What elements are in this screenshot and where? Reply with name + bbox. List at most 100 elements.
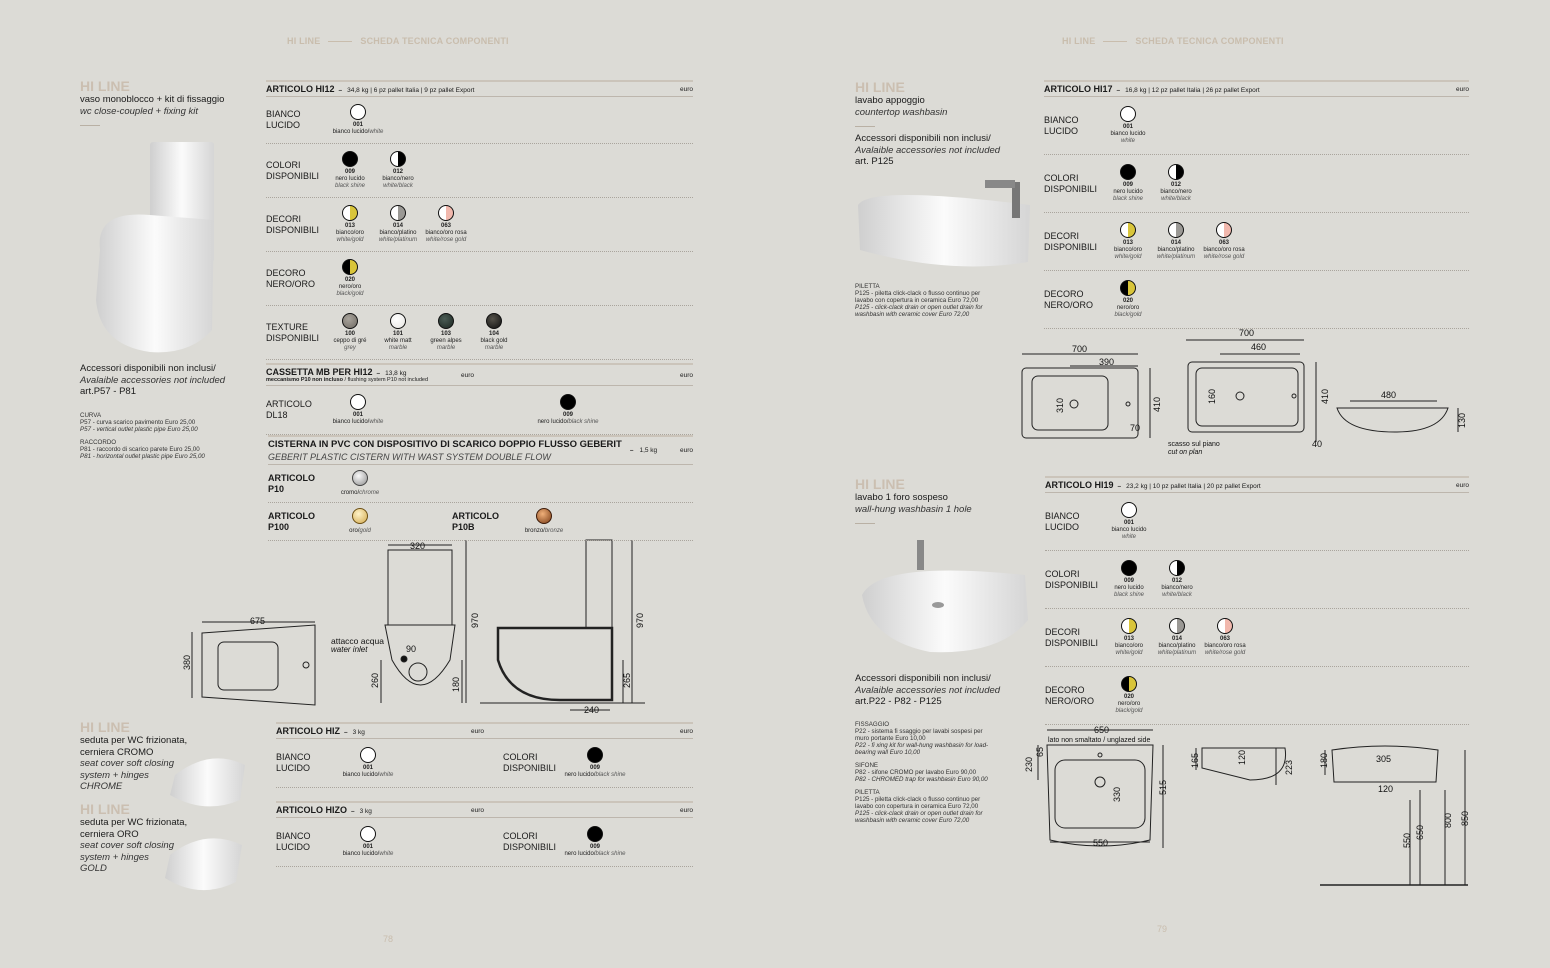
finish-code: 009	[562, 412, 573, 418]
finish-code: 012	[1171, 578, 1182, 584]
finish-name-en: white	[379, 772, 394, 778]
dim-label: 800	[1443, 813, 1453, 828]
article-header: CISTERNA IN PVC CON DISPOSITIVO DI SCARI…	[268, 435, 693, 465]
divider	[80, 125, 100, 126]
finish-name: white matt	[384, 338, 412, 344]
accessories-title: Accessori disponibili non inclusi/	[80, 363, 216, 374]
product-name: cerniera ORO	[80, 828, 139, 840]
accessories-title: Accessori disponibili non inclusi/	[855, 673, 991, 684]
finish-name: bianco/nero	[1160, 189, 1192, 195]
dash: –	[351, 808, 355, 815]
product-name: lavabo 1 foro sospeso	[855, 492, 948, 503]
finish-name: nero/oro	[338, 284, 362, 290]
dim-label: 650	[1094, 725, 1109, 735]
finish-swatch[interactable]: cromo/chrome	[328, 470, 392, 497]
article-hi12-table: ARTICOLO HI12–34,8 kg | 6 pz pallet Ital…	[266, 80, 693, 360]
finish-name: cromo/	[340, 490, 360, 496]
finish-name-en: gold	[359, 528, 371, 534]
finish-label-line: DECORO	[266, 267, 306, 278]
finish-name-en: marble	[436, 345, 456, 351]
finish-label-line: DISPONIBILI	[266, 224, 320, 235]
color-swatch-icon	[587, 826, 603, 842]
finish-label-line: COLORI	[1044, 172, 1079, 183]
article-header: ARTICOLO HI17–16,8 kg | 12 pz pallet Ita…	[1044, 80, 1469, 97]
color-swatch-icon	[342, 259, 358, 275]
finish-code: 009	[1123, 578, 1134, 584]
countertop-basin-photo	[858, 180, 1030, 267]
finish-name-en: white/black	[1161, 196, 1191, 202]
finish-code: 012	[1170, 182, 1181, 188]
finish-name-en: white/gold	[336, 237, 364, 243]
finish-label-line: LUCIDO	[1044, 125, 1079, 136]
color-swatch-icon	[1169, 618, 1185, 634]
article-title-group: CISTERNA IN PVC CON DISPOSITIVO DI SCARI…	[268, 439, 657, 462]
color-swatch-icon	[560, 394, 576, 410]
color-swatch-icon	[350, 104, 366, 120]
dim-label: 90	[406, 644, 416, 654]
finish-name: bianco/nero	[382, 176, 414, 182]
finish-label-line: DISPONIBILI	[503, 763, 557, 773]
dim-label: 480	[1381, 390, 1396, 400]
color-swatch-icon	[1121, 618, 1137, 634]
finish-label-line: ARTICOLO	[268, 510, 315, 521]
finish-name-en: white/platinum	[1156, 254, 1196, 260]
divider	[1103, 40, 1128, 42]
dim-label: 320	[410, 541, 425, 551]
price-euro: euro	[679, 806, 693, 814]
finish-name-en: black/gold	[336, 291, 364, 297]
finish-swatch[interactable]: bronzo/bronze	[512, 508, 576, 535]
finish-code: 100	[344, 331, 355, 337]
cut-label: scasso sul piano	[1168, 441, 1220, 448]
finish-name: nero/oro	[1116, 305, 1140, 311]
finish-name: black gold	[480, 338, 508, 344]
finish-label-line: LUCIDO	[1045, 521, 1080, 532]
finish-swatch[interactable]: oro/gold	[328, 508, 392, 535]
finish-label-line: DISPONIBILI	[266, 332, 320, 343]
